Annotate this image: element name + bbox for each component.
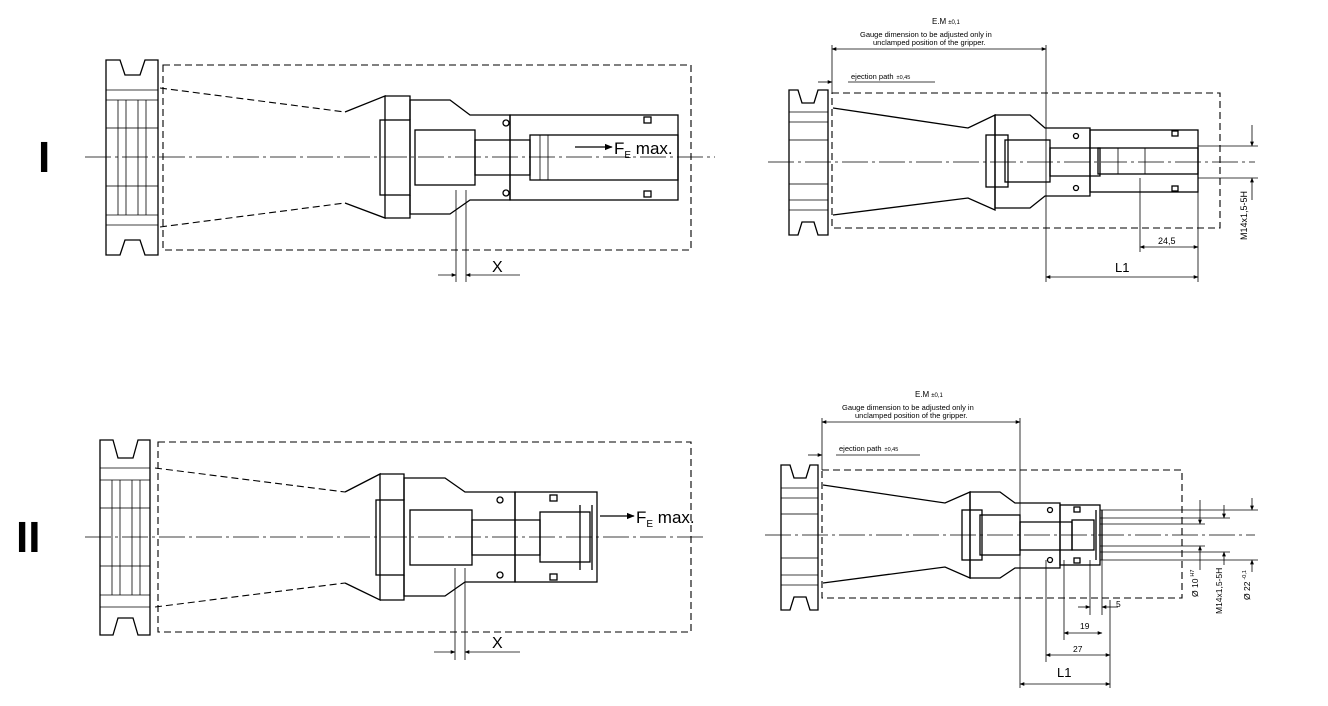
view-ii-spindle-outline: [157, 441, 692, 633]
detail-1-spindle-outline: [831, 92, 1221, 229]
view-ii-gripper: [375, 473, 598, 601]
view-ii: II: [16, 439, 705, 660]
view-i-x-label: X: [492, 259, 503, 276]
detail-2-l1-label: L1: [1057, 665, 1071, 680]
view-i-label: I: [38, 133, 50, 182]
detail-2-dim-5: 5: [1116, 599, 1121, 609]
view-i-taper: [159, 87, 386, 228]
detail-1-em-tolerance: ±0,1: [948, 20, 960, 26]
detail-1-em-dimension: E.M±0,1 Gauge dimension to be adjusted o…: [831, 17, 1047, 282]
detail-2-length-dimensions: 5 19 27 L1: [1019, 560, 1121, 688]
svg-text:E.M±0,1: E.M±0,1: [932, 17, 961, 26]
detail-2-diameter-extensions: [1100, 498, 1258, 572]
view-ii-taper: [154, 467, 381, 608]
detail-2-taper: [822, 484, 971, 584]
svg-text:E.M±0,1: E.M±0,1: [915, 390, 944, 399]
svg-text:ejection path±0,45: ejection path±0,45: [839, 444, 898, 453]
detail-2-dia10-tolerance: H7: [1190, 570, 1196, 577]
detail-2-gauge-note-2: unclamped position of the gripper.: [855, 411, 968, 420]
view-i-gripper: [379, 95, 679, 219]
detail-2-ejection-label: ejection path: [839, 444, 882, 453]
view-ii-x-dimension: X: [434, 568, 520, 660]
detail-1-ejection-label: ejection path: [851, 72, 894, 81]
detail-1-gauge-note-2: unclamped position of the gripper.: [873, 38, 986, 47]
view-i-force-label: FE max.: [614, 139, 673, 161]
detail-1-length-dimensions: 24,5 L1: [1045, 178, 1199, 282]
detail-1-thread-dimension: M14x1,5-5H: [1198, 125, 1258, 240]
view-i-spindle-outline: [162, 64, 692, 251]
view-i-x-dimension: X: [438, 190, 520, 282]
svg-text:ejection path±0,45: ejection path±0,45: [851, 72, 910, 81]
view-ii-label: II: [16, 513, 40, 562]
detail-1-l1-label: L1: [1115, 260, 1129, 275]
detail-2-gauge-note-1: Gauge dimension to be adjusted only in: [842, 403, 974, 412]
detail-1-flange: [788, 89, 829, 236]
detail-1-gripper: [985, 114, 1199, 209]
detail-2: E.M±0,1 Gauge dimension to be adjusted o…: [765, 390, 1258, 688]
detail-2-dia22-tolerance: -0,1: [1242, 570, 1248, 579]
detail-2-dim-19: 19: [1080, 621, 1090, 631]
detail-1-ejection-dimension: ejection path±0,45: [818, 72, 935, 84]
detail-1-thread-label: M14x1,5-5H: [1239, 191, 1249, 240]
detail-1-taper: [832, 107, 996, 216]
detail-2-spindle-outline: [821, 469, 1183, 599]
detail-2-dim-27: 27: [1073, 644, 1083, 654]
detail-1-ejection-tolerance: ±0,45: [897, 75, 911, 81]
svg-text:Ø 10H7: Ø 10H7: [1190, 570, 1200, 597]
view-ii-x-label: X: [492, 635, 503, 652]
detail-2-ejection-dimension: ejection path±0,45: [808, 444, 920, 457]
detail-2-dia10-label: Ø 10: [1190, 578, 1200, 597]
detail-2-flange: [780, 464, 819, 611]
view-i: I: [38, 59, 715, 282]
detail-2-thread-label: M14x1,5-5H: [1214, 568, 1224, 614]
view-i-flange: [105, 59, 159, 256]
detail-2-ejection-tolerance: ±0,45: [885, 447, 899, 453]
detail-1-dim-24-5: 24,5: [1158, 236, 1176, 246]
detail-2-em-tolerance: ±0,1: [931, 393, 943, 399]
detail-2-dia22-label: Ø 22: [1242, 581, 1252, 600]
detail-1: E.M±0,1 Gauge dimension to be adjusted o…: [768, 17, 1258, 282]
detail-1-gauge-note-1: Gauge dimension to be adjusted only in: [860, 30, 992, 39]
view-ii-flange: [99, 439, 151, 636]
detail-1-em-label: E.M: [932, 17, 947, 26]
detail-2-gripper: [961, 491, 1103, 579]
detail-2-em-dimension: E.M±0,1 Gauge dimension to be adjusted o…: [821, 390, 1021, 688]
svg-text:Ø 22-0,1: Ø 22 -0,1: [1242, 570, 1252, 600]
view-ii-force-label: FE max.: [636, 508, 695, 530]
detail-2-em-label: E.M: [915, 390, 930, 399]
